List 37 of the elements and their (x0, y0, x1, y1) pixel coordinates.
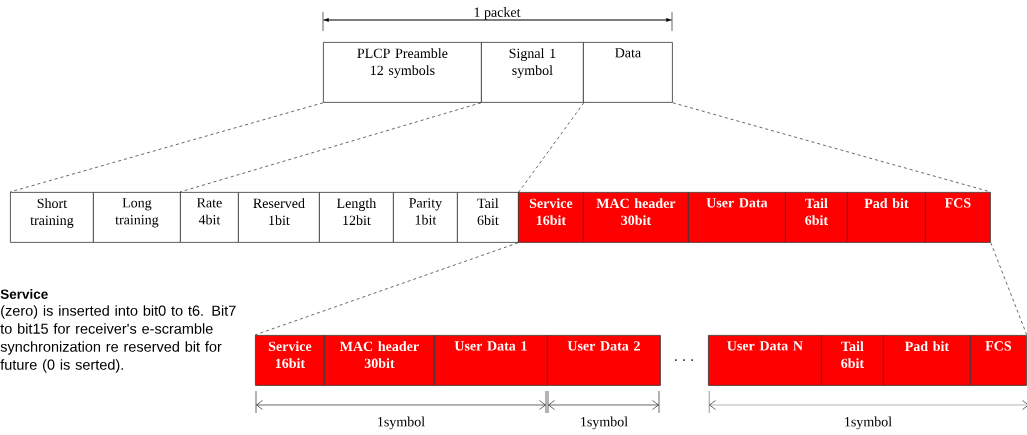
packet-field: Tail 6bit (785, 192, 848, 243)
zoom-line (179, 102, 482, 193)
dimension-label: 1symbol (845, 416, 892, 430)
packet-field: User Data (688, 192, 786, 243)
zoom-line (672, 102, 992, 193)
zoom-line (9, 102, 324, 193)
dimension-label: 1symbol (581, 416, 628, 430)
packet-field: Service 16bit (518, 192, 584, 243)
ellipsis: · · · (675, 359, 693, 361)
frame-field: Signal 1 symbol (481, 42, 584, 103)
dimension-label: 1symbol (378, 416, 425, 430)
packet-field: FCS (925, 192, 991, 243)
note-text: (zero) is inserted into bit0 to t6. Bit7 to bit15 for receiver's e-scramble synchronization re reserved bit for future (0 is serted). (0, 305, 236, 373)
packet-field: Tail 6bit (821, 335, 884, 386)
packet-field: User Data N (708, 335, 822, 386)
packet-field: User Data 2 (547, 335, 661, 386)
frame-field: Tail 6bit (457, 192, 519, 243)
frame-field: Length 12bit (319, 192, 394, 243)
packet-field: Pad bit (883, 335, 971, 386)
frame-field: Rate 4bit (180, 192, 239, 243)
packet-field: MAC header 30bit (583, 192, 689, 243)
zoom-line (990, 242, 1027, 336)
packet-field: Pad bit (847, 192, 926, 243)
frame-field: Long training (93, 192, 181, 243)
zoom-line (518, 102, 585, 193)
note-heading: Service (0, 289, 48, 299)
frame-field: Parity 1bit (393, 192, 458, 243)
zoom-line (254, 242, 519, 336)
dimension-label: 1 packet (474, 7, 521, 20)
packet-field: User Data 1 (434, 335, 548, 386)
packet-field: FCS (970, 335, 1027, 386)
frame-field: Data (583, 42, 673, 103)
frame-field: Reserved 1bit (238, 192, 320, 243)
frame-field: Short training (10, 192, 94, 243)
packet-field: MAC header 30bit (324, 335, 435, 386)
packet-field: Service 16bit (255, 335, 325, 386)
frame-field: PLCP Preamble 12 symbols (323, 42, 482, 103)
